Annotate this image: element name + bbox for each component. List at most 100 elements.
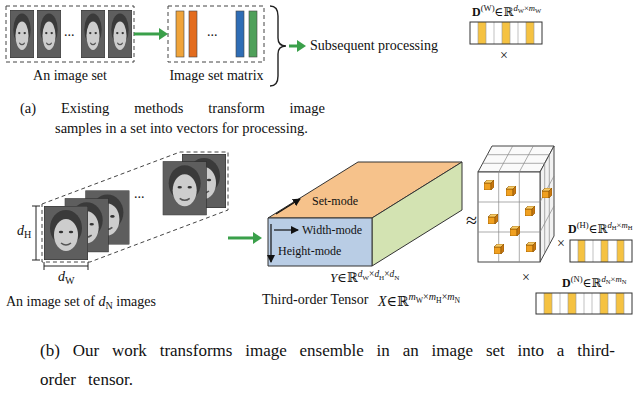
matrix-grid: [478, 22, 534, 44]
math-part: ×: [617, 220, 622, 230]
math-part: D: [568, 222, 577, 236]
math-part: ∈ℝ: [495, 5, 514, 19]
dictionary-matrix: [570, 240, 632, 262]
math-part: H: [379, 274, 384, 282]
caption: (b) Our work transforms image ensemble i…: [40, 336, 615, 394]
node-label: Y∈ℝdW×dH×dN: [330, 269, 399, 286]
math-part: W: [65, 275, 75, 286]
core-element: [510, 226, 520, 236]
core-element: [542, 188, 552, 198]
ellipsis: ...: [134, 186, 145, 203]
matrix-column: [526, 22, 534, 44]
math-part: W: [518, 7, 524, 14]
matrix-column: [600, 293, 608, 314]
math-part: X: [378, 294, 387, 309]
matrix-label: D(W)∈ℝdW×mW: [472, 3, 541, 19]
math-part: ×: [369, 269, 374, 279]
ellipsis: ...: [64, 24, 75, 41]
cube-face: [478, 172, 540, 262]
math-part: N: [106, 300, 113, 311]
dictionary-matrix: [536, 293, 632, 314]
face-image: [10, 10, 34, 58]
math-part: ×: [442, 291, 448, 302]
node-label: An image set: [33, 68, 107, 85]
math-part: d: [390, 269, 395, 279]
math-part: images: [113, 294, 156, 309]
mode-arrow: [276, 199, 300, 214]
vector-bar: [176, 11, 184, 57]
math-part: An image set of: [6, 294, 99, 309]
dashed-frame: [6, 6, 134, 62]
math-part: W: [416, 296, 423, 305]
math-part: H: [24, 229, 31, 240]
cuboid-side: [372, 162, 462, 266]
math-part: N: [606, 278, 611, 285]
matrix-label: D(H)∈ℝdH×mH: [568, 220, 632, 236]
image-stack: An image set of dN images: [6, 148, 228, 314]
times-sign: ×: [557, 236, 565, 253]
math-part: ∈ℝ: [337, 270, 357, 285]
vector-bar: [189, 11, 197, 57]
vector-bar: [236, 11, 244, 57]
math-part: d: [17, 223, 24, 238]
dimension-bracket: [32, 206, 40, 260]
math-part: ×: [423, 291, 429, 302]
math-part: ×: [611, 274, 616, 284]
math-part: D: [562, 276, 571, 290]
math-part: ×: [524, 3, 529, 13]
matrix-column: [601, 240, 608, 262]
math-part: m: [409, 291, 416, 302]
mode-arrow: [270, 224, 271, 262]
math-part: m: [529, 3, 535, 13]
matrix-column: [502, 22, 510, 44]
matrix-frame: [536, 293, 632, 314]
math-part: m: [621, 220, 627, 230]
mode-arrow: [274, 229, 298, 230]
math-part: d: [99, 294, 106, 309]
core-element: [494, 244, 504, 254]
arrow-head: [297, 40, 306, 52]
face-image: [37, 10, 61, 58]
math-part: m: [615, 274, 621, 284]
dimension-label: dH: [17, 223, 31, 241]
math-part: H: [436, 296, 442, 305]
math-part: N: [622, 278, 627, 285]
math-part: d: [358, 269, 363, 279]
core-element: [526, 242, 536, 252]
approx-sign: ≈: [466, 208, 477, 232]
node-label: Image set matrix: [169, 68, 263, 85]
node-label: An image set of dN images: [6, 294, 156, 312]
matrix-box: Image set matrix: [168, 6, 265, 90]
matrix-grid: [578, 240, 624, 262]
dimension-bracket: [44, 262, 88, 270]
math-part: ∈ℝ: [589, 222, 608, 236]
tensor-block: Y∈ℝdW×dH×dN Third-order Tensor: [262, 156, 464, 314]
matrix-column: [616, 293, 624, 314]
matrix-frame: [470, 22, 542, 44]
core-element: [484, 180, 494, 190]
mode-label: Height-mode: [278, 244, 341, 258]
math-part: ×: [384, 269, 389, 279]
math-part: N: [455, 296, 461, 305]
flow-arrow: [134, 28, 168, 40]
math-part: H: [612, 224, 617, 231]
mode-label: Set-mode: [312, 194, 358, 208]
face-image: [163, 161, 207, 215]
tensor-label: X∈ℝmW×mH×mN: [378, 291, 460, 310]
dimension-label: dW: [58, 269, 75, 287]
math-part: (W): [481, 3, 495, 13]
matrix-column: [578, 240, 585, 262]
math-part: N: [394, 274, 399, 282]
arrow-shaft: [134, 32, 160, 35]
cuboid-front: [268, 218, 372, 266]
cube-grid: [478, 146, 554, 262]
core-element: [525, 206, 535, 216]
math-part: d: [608, 220, 612, 230]
matrix-grid: [544, 293, 624, 314]
math-part: ∈ℝ: [387, 294, 409, 309]
vector-bar: [249, 11, 257, 57]
matrix-column: [617, 240, 624, 262]
node-label: Third-order Tensor: [262, 292, 368, 309]
core-element: [506, 186, 516, 196]
